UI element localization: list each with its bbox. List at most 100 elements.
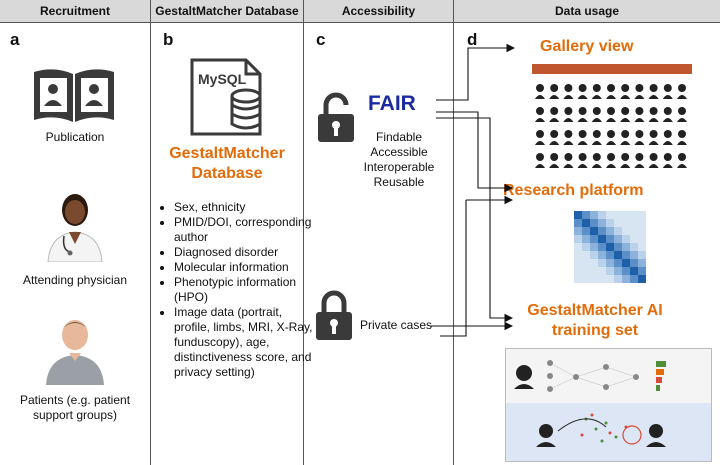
heatmap-cell: [598, 235, 606, 243]
gallery-face-icon: [649, 153, 658, 161]
gallery-face-body: [648, 141, 659, 145]
gallery-face-body: [634, 164, 645, 168]
gallery-face-icon: [550, 107, 559, 115]
heatmap-cell: [614, 267, 622, 275]
gallery-face-icon: [578, 130, 587, 138]
gallery-face-icon: [621, 153, 630, 161]
gallery-face-icon: [578, 107, 587, 115]
gallery-face-body: [648, 95, 659, 99]
gallery-face-icon: [607, 153, 615, 161]
gallery-face-body: [648, 164, 659, 168]
gallery-face-icon: [607, 107, 615, 115]
gallery-face-icon: [621, 107, 630, 115]
gallery-face-icon: [663, 107, 672, 115]
heatmap-cell: [622, 243, 630, 251]
heatmap-cell: [630, 259, 638, 267]
heatmap-cell: [598, 259, 606, 267]
heatmap-cell: [622, 235, 630, 243]
heatmap-cell: [622, 275, 630, 283]
gallery-face-icon: [607, 84, 615, 92]
gallery-thumbnail: [532, 64, 692, 176]
gallery-face-icon: [663, 84, 672, 92]
header-accessibility: Accessibility: [304, 0, 453, 23]
heatmap-cell: [622, 219, 630, 227]
gallery-face-body: [648, 118, 659, 122]
gallery-face-icon: [564, 107, 573, 115]
gallery-face-icon: [635, 84, 644, 92]
training-set-line2: training set: [551, 322, 639, 339]
heatmap-cell: [630, 267, 638, 275]
header-data-usage: Data usage: [454, 0, 720, 23]
gallery-face-icon: [536, 153, 544, 161]
heatmap-cell: [590, 259, 598, 267]
heatmap-cell: [574, 267, 582, 275]
heatmap-cell: [638, 275, 646, 283]
heatmap-cell: [582, 267, 590, 275]
heatmap-cell: [638, 267, 646, 275]
database-title-line2: Database: [191, 165, 263, 182]
heatmap-cell: [614, 251, 622, 259]
research-platform-label: Research platform: [503, 182, 644, 199]
gallery-face-icon: [550, 153, 559, 161]
gallery-face-icon: [621, 130, 630, 138]
gallery-face-body: [549, 141, 560, 145]
gallery-face-icon: [635, 107, 644, 115]
fair-label: FAIR: [368, 92, 416, 115]
training-set-label: GestaltMatcher AI training set: [470, 301, 720, 341]
heatmap-cell: [574, 211, 582, 219]
gallery-face-body: [662, 164, 673, 168]
gallery-face-body: [591, 164, 602, 168]
heatmap-cell: [598, 227, 606, 235]
gallery-face-body: [563, 141, 574, 145]
heatmap-cell: [614, 227, 622, 235]
physician-icon: [47, 194, 103, 262]
gallery-face-icon: [663, 130, 672, 138]
heatmap-cell: [630, 211, 638, 219]
fair-to-training-arrow: [436, 117, 514, 323]
heatmap-cell: [606, 259, 614, 267]
heatmap-cell: [590, 251, 598, 259]
gallery-face-body: [634, 141, 645, 145]
panel-letter-c: c: [316, 30, 326, 49]
panel-letter-b: b: [163, 30, 174, 49]
gallery-face-icon: [635, 153, 644, 161]
gallery-face-body: [606, 95, 616, 99]
database-field: Phenotypic information (HPO): [174, 275, 314, 305]
heatmap-cell: [638, 227, 646, 235]
gallery-face-body: [620, 141, 631, 145]
heatmap-cell: [590, 243, 598, 251]
heatmap-cell: [638, 243, 646, 251]
gallery-view-label: Gallery view: [540, 38, 634, 55]
heatmap-cell: [574, 243, 582, 251]
gallery-face-body: [634, 118, 645, 122]
heatmap-cell: [638, 235, 646, 243]
fair-principle: Accessible: [370, 145, 428, 159]
heatmap-cell: [590, 267, 598, 275]
heatmap-cell: [606, 243, 614, 251]
gallery-face-icon: [592, 107, 601, 115]
column-divider: [150, 0, 151, 465]
recruitment-patients-line1: Patients (e.g. patient: [19, 393, 131, 407]
heatmap-cell: [582, 211, 590, 219]
gallery-face-icon: [663, 153, 672, 161]
heatmap-cell: [574, 259, 582, 267]
heatmap-cell: [574, 219, 582, 227]
recruitment-physician-label: Attending physician: [22, 273, 128, 287]
gallery-face-body: [577, 141, 588, 145]
private-cases-branch: [440, 200, 467, 337]
gallery-face-body: [606, 164, 616, 168]
gallery-face-body: [634, 95, 645, 99]
gallery-navbar: [532, 64, 692, 74]
heatmap-cell: [630, 235, 638, 243]
fair-principle: Interoperable: [363, 160, 435, 174]
mysql-label: MySQL: [198, 71, 247, 87]
heatmap-cell: [638, 259, 646, 267]
similarity-heatmap-thumbnail: [574, 211, 646, 283]
gallery-face-body: [535, 141, 545, 145]
heatmap-cell: [630, 275, 638, 283]
gallery-face-icon: [536, 130, 544, 138]
heatmap-cell: [574, 251, 582, 259]
heatmap-cell: [590, 219, 598, 227]
